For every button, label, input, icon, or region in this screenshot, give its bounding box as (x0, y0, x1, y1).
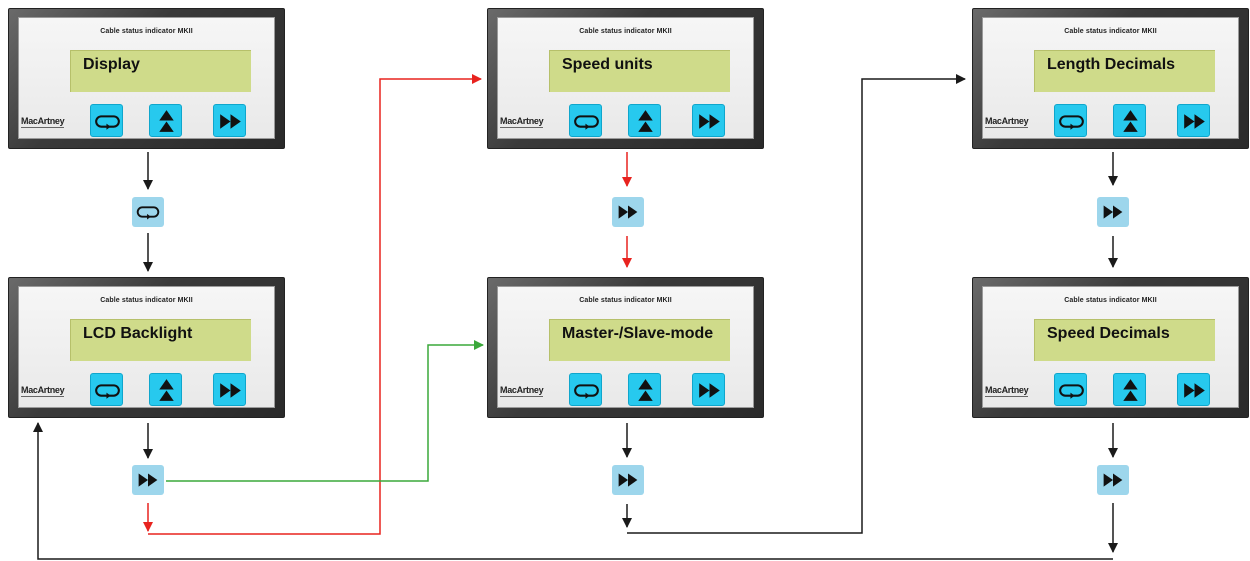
lcd-text: Speed units (562, 56, 653, 73)
loop-return-icon (574, 384, 599, 399)
return-path-to-backlight (33, 422, 1113, 560)
double-up-arrow-icon (1123, 110, 1138, 132)
fast-forward-icon (220, 114, 241, 129)
panel-master-slave-mode: Cable status indicator MKII Master-/Slav… (487, 277, 764, 418)
panel-display: Cable status indicator MKII Display MacA… (8, 8, 285, 149)
up-button[interactable] (628, 104, 661, 137)
brand-logo: MacArtney (21, 385, 65, 397)
enter-button[interactable] (569, 104, 602, 137)
device-title: Cable status indicator MKII (1064, 28, 1157, 35)
flow-next-button (1097, 465, 1129, 495)
double-up-arrow-icon (1123, 379, 1138, 401)
brand-logo: MacArtney (500, 116, 544, 128)
fast-forward-icon (618, 205, 638, 219)
next-button[interactable] (213, 373, 246, 406)
fast-forward-icon (1103, 473, 1123, 487)
device-title: Cable status indicator MKII (1064, 297, 1157, 304)
panel-length-decimals: Cable status indicator MKII Length Decim… (972, 8, 1249, 149)
up-button[interactable] (149, 373, 182, 406)
lcd-screen: Length Decimals (1034, 50, 1215, 92)
lcd-screen: Master-/Slave-mode (549, 319, 730, 361)
flow-enter-button (132, 197, 164, 227)
flow-next-button (1097, 197, 1129, 227)
lcd-text: Length Decimals (1047, 56, 1176, 73)
green-path-to-master-slave (166, 340, 484, 482)
enter-button[interactable] (1054, 104, 1087, 137)
panel-speed-units: Cable status indicator MKII Speed units … (487, 8, 764, 149)
loop-return-icon (1059, 115, 1084, 130)
brand-logo: MacArtney (500, 385, 544, 397)
enter-button[interactable] (1054, 373, 1087, 406)
red-path-to-speed-units (148, 74, 482, 535)
brand-logo: MacArtney (985, 116, 1029, 128)
lcd-screen: Display (70, 50, 251, 92)
panel-face: Cable status indicator MKII Speed units … (497, 17, 754, 139)
loop-return-icon (574, 115, 599, 130)
enter-button[interactable] (569, 373, 602, 406)
next-button[interactable] (1177, 104, 1210, 137)
up-button[interactable] (1113, 104, 1146, 137)
enter-button[interactable] (90, 373, 123, 406)
panel-face: Cable status indicator MKII Display MacA… (18, 17, 275, 139)
lcd-screen: Speed Decimals (1034, 319, 1215, 361)
device-title: Cable status indicator MKII (579, 297, 672, 304)
panel-face: Cable status indicator MKII Length Decim… (982, 17, 1239, 139)
loop-return-icon (95, 115, 120, 130)
device-title: Cable status indicator MKII (579, 28, 672, 35)
panel-face: Cable status indicator MKII Master-/Slav… (497, 286, 754, 408)
panel-face: Cable status indicator MKII LCD Backligh… (18, 286, 275, 408)
next-button[interactable] (692, 104, 725, 137)
double-up-arrow-icon (638, 110, 653, 132)
up-button[interactable] (1113, 373, 1146, 406)
lcd-screen: Speed units (549, 50, 730, 92)
next-button[interactable] (213, 104, 246, 137)
lcd-text: Master-/Slave-mode (562, 325, 714, 342)
fast-forward-icon (1184, 383, 1205, 398)
fast-forward-icon (138, 473, 158, 487)
lcd-text: Speed Decimals (1047, 325, 1170, 342)
loop-return-icon (136, 206, 160, 220)
next-button[interactable] (692, 373, 725, 406)
path-to-length-decimals (627, 74, 966, 534)
double-up-arrow-icon (638, 379, 653, 401)
lcd-text: LCD Backlight (83, 325, 193, 342)
fast-forward-icon (699, 383, 720, 398)
loop-return-icon (1059, 384, 1084, 399)
up-button[interactable] (149, 104, 182, 137)
flow-next-button (132, 465, 164, 495)
up-button[interactable] (628, 373, 661, 406)
device-title: Cable status indicator MKII (100, 28, 193, 35)
double-up-arrow-icon (159, 379, 174, 401)
next-button[interactable] (1177, 373, 1210, 406)
panel-face: Cable status indicator MKII Speed Decima… (982, 286, 1239, 408)
double-up-arrow-icon (159, 110, 174, 132)
fast-forward-icon (1184, 114, 1205, 129)
fast-forward-icon (1103, 205, 1123, 219)
lcd-text: Display (83, 56, 140, 73)
panel-speed-decimals: Cable status indicator MKII Speed Decima… (972, 277, 1249, 418)
brand-logo: MacArtney (21, 116, 65, 128)
flow-next-button (612, 465, 644, 495)
panel-lcd-backlight: Cable status indicator MKII LCD Backligh… (8, 277, 285, 418)
fast-forward-icon (220, 383, 241, 398)
loop-return-icon (95, 384, 120, 399)
enter-button[interactable] (90, 104, 123, 137)
device-title: Cable status indicator MKII (100, 297, 193, 304)
lcd-screen: LCD Backlight (70, 319, 251, 361)
flow-next-button (612, 197, 644, 227)
brand-logo: MacArtney (985, 385, 1029, 397)
fast-forward-icon (618, 473, 638, 487)
fast-forward-icon (699, 114, 720, 129)
